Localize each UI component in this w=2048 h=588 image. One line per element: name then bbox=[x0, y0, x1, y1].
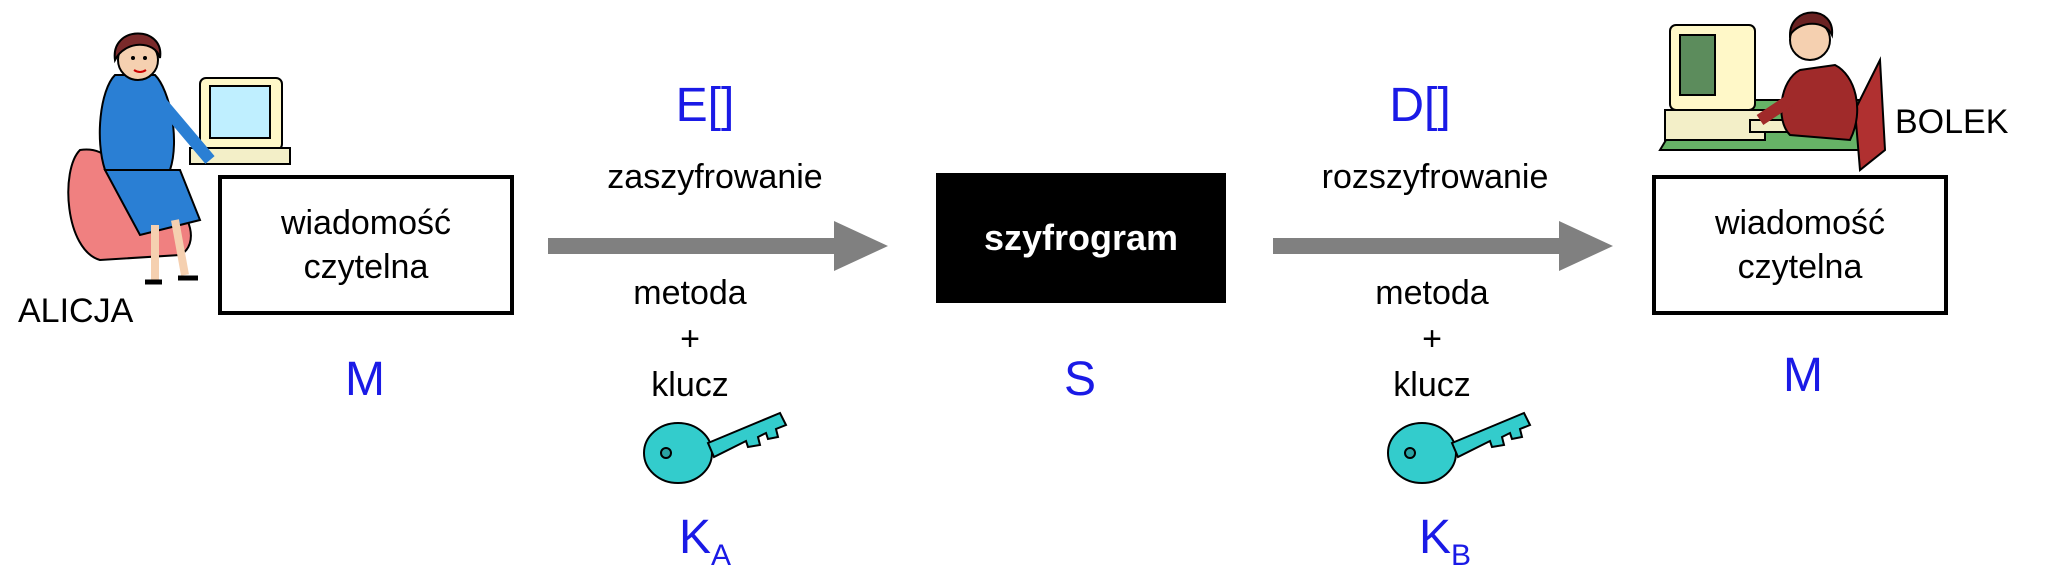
encrypt-symbol: E[] bbox=[675, 79, 735, 132]
ciphertext-label: szyfrogram bbox=[983, 217, 1179, 258]
bob-illustration bbox=[1658, 11, 1887, 172]
encrypt-method-line1: metoda bbox=[633, 274, 747, 312]
key-a-main: K bbox=[678, 511, 711, 564]
bob-message-box: wiadomość czytelna bbox=[1652, 175, 1948, 315]
decrypt-symbol: D[] bbox=[1389, 79, 1451, 132]
decrypt-method-line3: klucz bbox=[1393, 366, 1471, 404]
encrypt-method-line2: + bbox=[680, 320, 700, 358]
key-b-icon bbox=[1387, 411, 1532, 484]
bob-message-line1: wiadomość bbox=[1714, 204, 1886, 242]
ciphertext-symbol: S bbox=[1063, 353, 1096, 406]
decrypt-arrow bbox=[1273, 221, 1613, 271]
alice-message-line1: wiadomość bbox=[280, 204, 452, 242]
decrypt-method-line1: metoda bbox=[1375, 274, 1489, 312]
key-a-icon bbox=[643, 411, 788, 484]
encrypt-method-line3: klucz bbox=[651, 366, 729, 404]
bob-symbol: M bbox=[1783, 349, 1823, 402]
alice-message-box: wiadomość czytelna bbox=[218, 175, 514, 315]
key-b-sub: B bbox=[1451, 539, 1472, 572]
bob-message-line2: czytelna bbox=[1737, 248, 1863, 286]
key-a-label: KA bbox=[655, 510, 755, 573]
key-a-sub: A bbox=[711, 539, 732, 572]
alice-message-line2: czytelna bbox=[303, 248, 429, 286]
key-b-label: KB bbox=[1395, 510, 1495, 573]
key-b-main: K bbox=[1418, 511, 1451, 564]
encrypt-method: metoda + klucz bbox=[600, 270, 780, 408]
decrypt-method: metoda + klucz bbox=[1342, 270, 1522, 408]
encrypt-arrow bbox=[548, 221, 888, 271]
decrypt-label: rozszyfrowanie bbox=[1321, 158, 1549, 196]
alice-illustration bbox=[67, 32, 291, 285]
ciphertext-box: szyfrogram bbox=[936, 173, 1226, 303]
encrypt-label: zaszyfrowanie bbox=[607, 158, 823, 196]
alice-symbol: M bbox=[345, 353, 385, 406]
bob-name: BOLEK bbox=[1895, 103, 2009, 141]
decrypt-method-line2: + bbox=[1422, 320, 1442, 358]
alice-name: ALICJA bbox=[18, 292, 134, 330]
